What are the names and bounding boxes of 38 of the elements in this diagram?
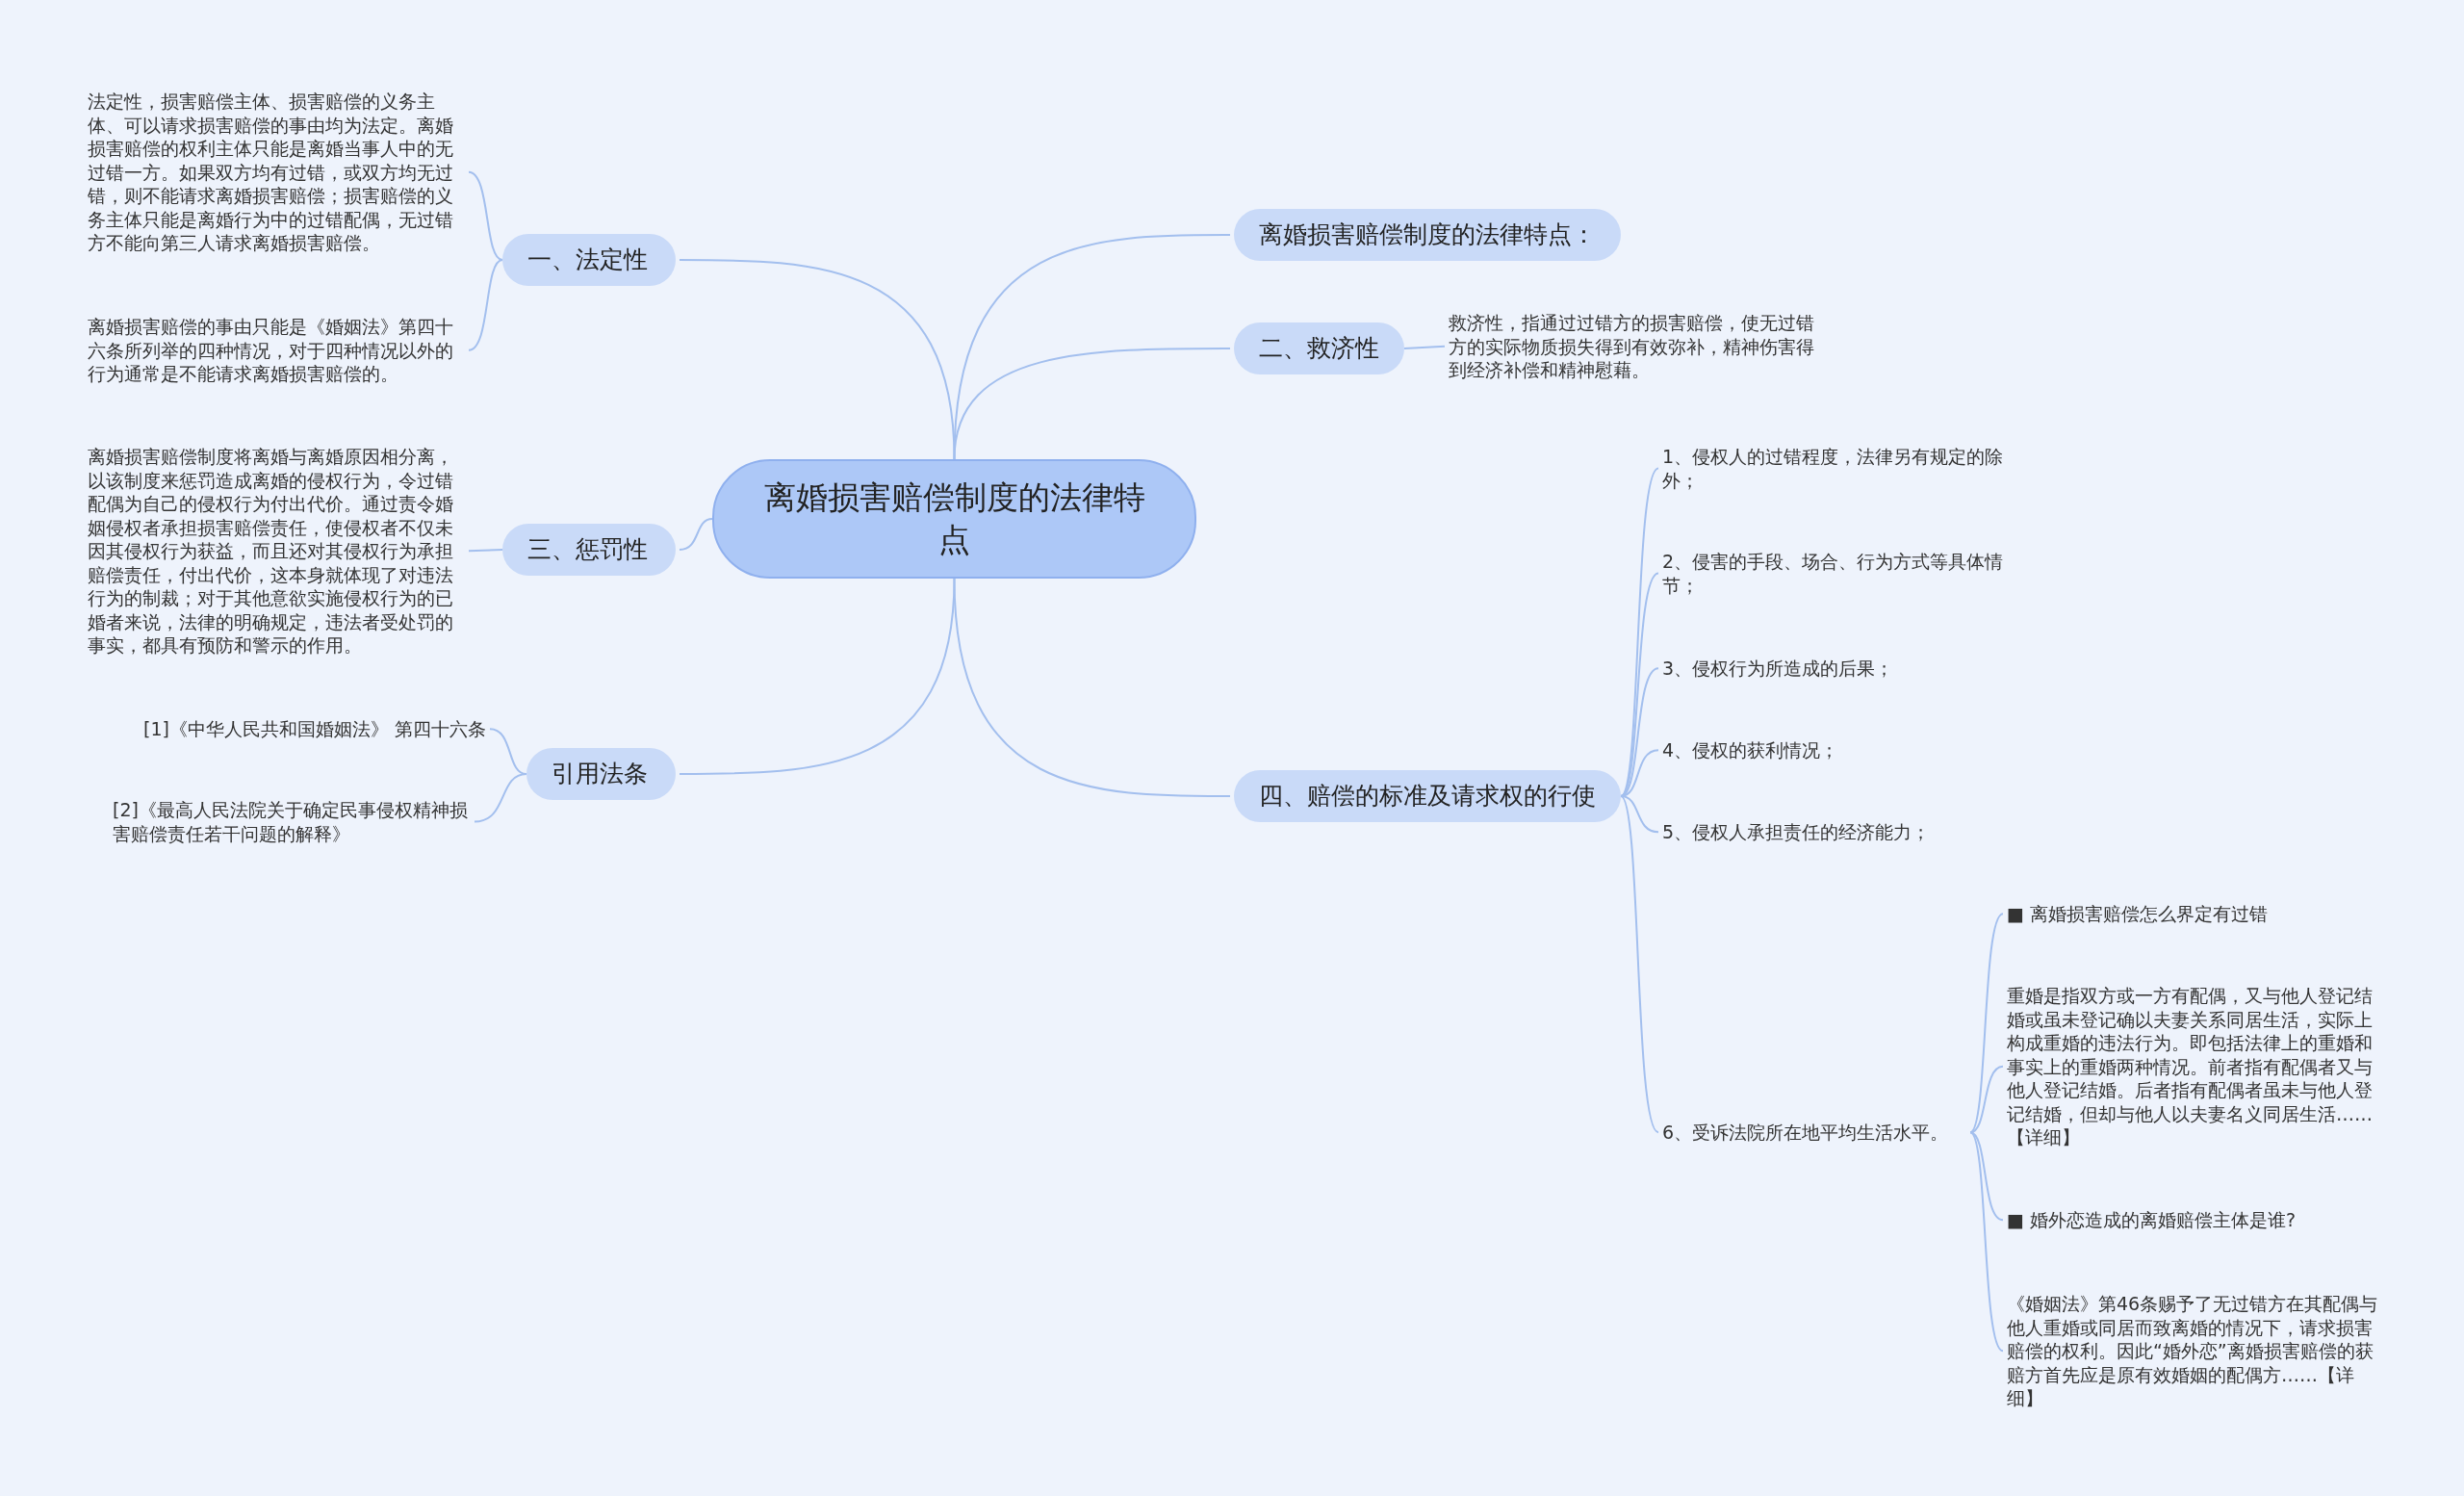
connector-line — [953, 578, 1231, 797]
connector-line — [679, 518, 713, 551]
note-text: 离婚损害赔偿制度将离婚与离婚原因相分离，以该制度来惩罚造成离婚的侵权行为，令过错配偶为自己的侵权行为付出代价。通过责令婚姻侵权者承担损害赔偿责任，使侵权者不仅未因其侵权行为获益，而且还对其侵权行为承担赔偿责任，付出代价，这本身就体现了对违法行为的制裁；对于其他意欲实施侵权行为的已婚者来说，法律的明确规定，违法者受处罚的事实，都具有预防和警示的作用。 — [88, 445, 465, 658]
note-text: 救济性，指通过过错方的损害赔偿，使无过错方的实际物质损失得到有效弥补，精神伤害得到经济补偿和精神慰藉。 — [1449, 311, 1829, 382]
topic-pill: 四、赔偿的标准及请求权的行使 — [1234, 770, 1621, 822]
note-text: ■ 婚外恋造成的离婚赔偿主体是谁? — [2007, 1208, 2382, 1232]
note-text: 离婚损害赔偿的事由只能是《婚姻法》第四十六条所列举的四种情况，对于四种情况以外的行为通常是不能请求离婚损害赔偿的。 — [88, 315, 465, 386]
connector-line — [1969, 913, 2004, 1134]
note-text: 重婚是指双方或一方有配偶，又与他人登记结婚或虽未登记确以夫妻关系同居生活，实际上构成重婚的违法行为。即包括法律上的重婚和事实上的重婚两种情况。前者指有配偶者又与他人登记结婚。后者指有配偶者虽未与他人登记结婚，但却与他人以夫妻名义同居生活……【详细】 — [2007, 984, 2382, 1149]
note-text: 5、侵权人承担责任的经济能力； — [1662, 820, 2038, 844]
note-text: 3、侵权行为所造成的后果； — [1662, 657, 2038, 681]
topic-pill: 三、惩罚性 — [502, 524, 676, 576]
connector-line — [679, 259, 956, 460]
note-text: 6、受诉法院所在地平均生活水平。 — [1662, 1121, 1970, 1145]
topic-pill: 离婚损害赔偿制度的法律特点： — [1234, 209, 1621, 261]
note-text: 4、侵权的获利情况； — [1662, 738, 2038, 762]
connector-line — [953, 348, 1231, 460]
connector-line — [679, 578, 956, 775]
note-text: [2]《最高人民法院关于确定民事侵权精神损害赔偿责任若干问题的解释》 — [113, 798, 471, 845]
note-text: [1]《中华人民共和国婚姻法》 第四十六条 — [116, 717, 486, 741]
connector-line — [468, 170, 503, 261]
note-text: 1、侵权人的过错程度，法律另有规定的除外； — [1662, 445, 2038, 492]
topic-pill: 一、法定性 — [502, 234, 676, 286]
central-topic-pill: 离婚损害赔偿制度的法律特点 — [712, 459, 1196, 579]
topic-pill: 二、救济性 — [1234, 322, 1404, 374]
connector-line — [1969, 1065, 2004, 1134]
note-text: 法定性，损害赔偿主体、损害赔偿的义务主体、可以请求损害赔偿的事由均为法定。离婚损害赔偿的权利主体只能是离婚当事人中的无过错一方。如果双方均有过错，或双方均无过错，则不能请求离婚损害赔偿；损害赔偿的义务主体只能是离婚行为中的过错配偶，无过错方不能向第三人请求离婚损害赔偿。 — [88, 90, 465, 255]
note-text: ■ 离婚损害赔偿怎么界定有过错 — [2007, 902, 2382, 926]
connector-line — [468, 549, 503, 553]
connector-line — [1620, 795, 1659, 1134]
connector-line — [1969, 1131, 2004, 1222]
connector-line — [1403, 345, 1446, 349]
note-text: 2、侵害的手段、场合、行为方式等具体情节； — [1662, 550, 2038, 597]
connector-line — [468, 259, 503, 351]
connector-line — [474, 773, 527, 823]
connector-line — [1969, 1131, 2004, 1353]
topic-pill: 引用法条 — [526, 748, 676, 800]
note-text: 《婚姻法》第46条赐予了无过错方在其配偶与他人重婚或同居而致离婚的情况下，请求损害赔偿的权利。因此“婚外恋”离婚损害赔偿的获赔方首先应是原有效婚姻的配偶方……【详细】 — [2007, 1292, 2382, 1410]
